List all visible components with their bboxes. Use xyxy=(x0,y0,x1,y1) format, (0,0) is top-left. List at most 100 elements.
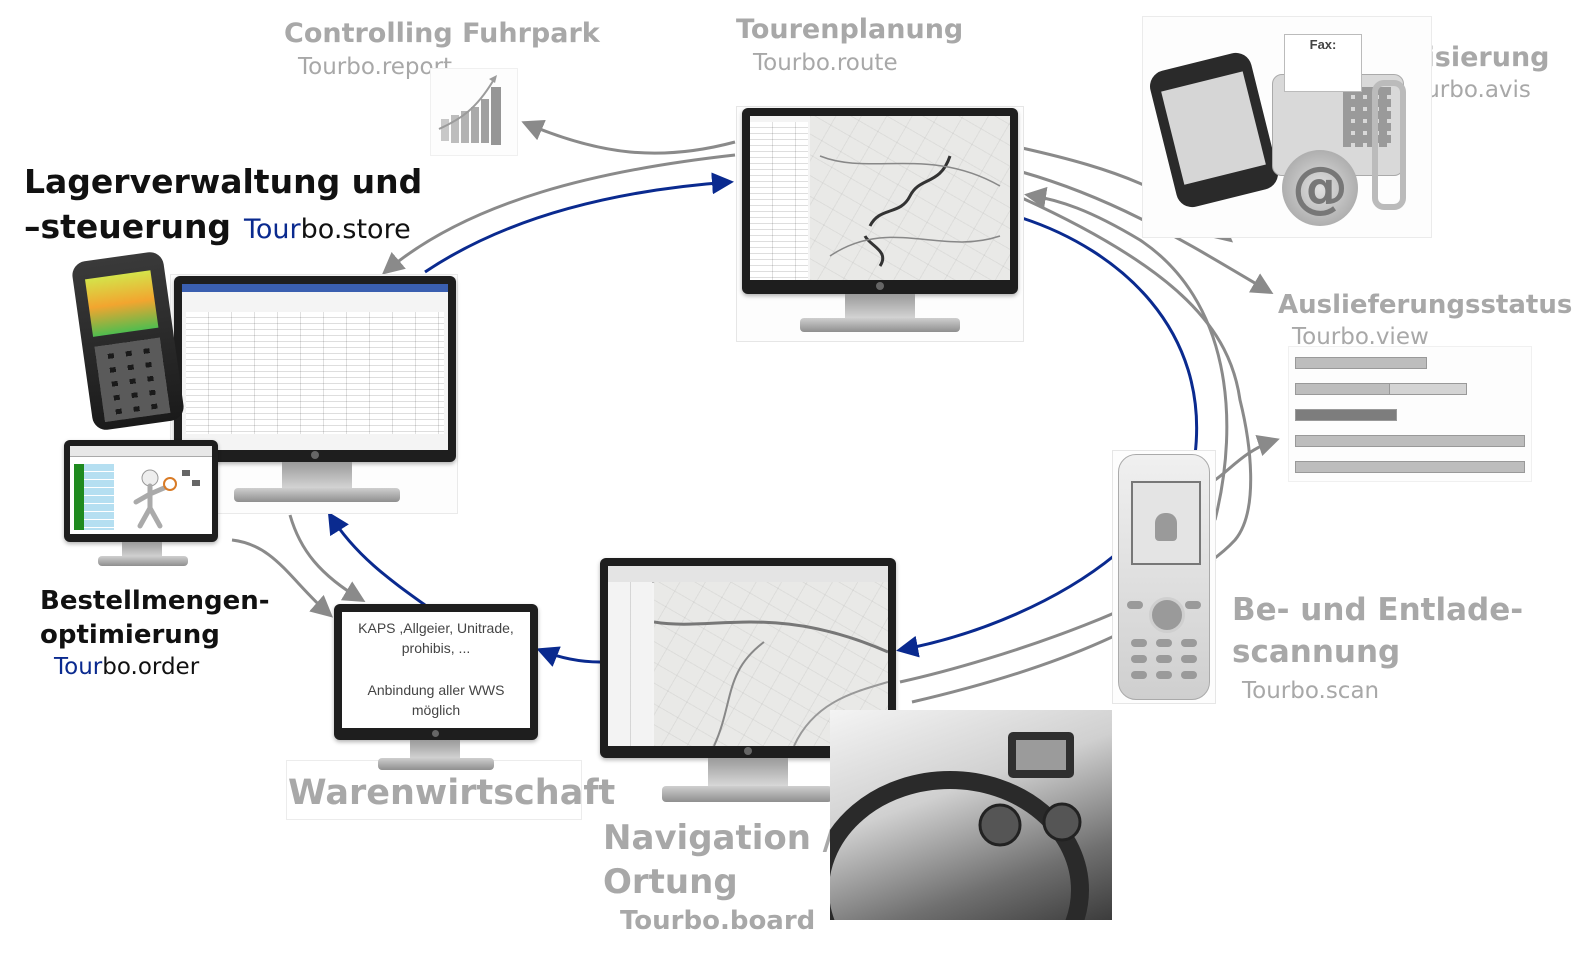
hp-logo-icon xyxy=(744,747,752,755)
route-title: Tourenplanung xyxy=(736,14,964,45)
mobile-scanner-icon xyxy=(1118,454,1210,700)
scan-title-1: Be- und Entlade- xyxy=(1232,592,1524,628)
arrow-scan-to-nav xyxy=(896,553,1116,658)
route-monitor-base xyxy=(800,318,960,332)
arrow-wws-to-store xyxy=(327,511,426,607)
fax-label: Fax: xyxy=(1309,37,1337,52)
scanner-key xyxy=(1131,639,1147,647)
wws-screen-line4: möglich xyxy=(411,702,461,718)
hp-logo-icon xyxy=(876,282,884,290)
board-title-1: Navigation / xyxy=(603,818,836,858)
hp-logo-icon xyxy=(311,451,319,459)
order-monitor-stand xyxy=(122,542,162,558)
scanner-key xyxy=(1181,639,1197,647)
truck-cockpit-photo xyxy=(830,710,1112,920)
report-title: Controlling Fuhrpark xyxy=(284,18,600,49)
store-monitor-base xyxy=(234,488,400,502)
wws-monitor-stand xyxy=(410,740,460,760)
wws-screen-line3: Anbindung aller WWS xyxy=(367,682,505,698)
scanner-key xyxy=(1156,655,1172,663)
arrow-nav-to-wws xyxy=(536,646,601,667)
order-product-suffix: bo.order xyxy=(102,654,200,680)
order-title-2: optimierung xyxy=(40,620,220,650)
scanner-key xyxy=(1156,671,1172,679)
route-screen xyxy=(750,116,1010,280)
order-screen xyxy=(70,446,212,534)
wws-monitor-base xyxy=(378,758,494,770)
route-table xyxy=(750,122,808,280)
scanner-key xyxy=(1131,655,1147,663)
route-monitor xyxy=(742,108,1018,294)
board-title-2: Ortung xyxy=(603,862,738,902)
status-bar xyxy=(1295,357,1427,369)
order-blue-column xyxy=(84,464,114,530)
scanner-key xyxy=(1127,601,1143,609)
at-glyph: @ xyxy=(1292,155,1348,220)
scanner-key xyxy=(1181,655,1197,663)
status-bar xyxy=(1295,409,1397,421)
order-monitor-base xyxy=(98,556,188,566)
nav-monitor-base xyxy=(662,786,832,802)
scanner-key xyxy=(1156,639,1172,647)
fax-paper: Fax: xyxy=(1284,34,1362,92)
route-map xyxy=(810,116,1010,280)
view-status-chart xyxy=(1288,346,1532,482)
arrow-scan-to-route xyxy=(1024,186,1229,521)
nav-tree-panel xyxy=(608,582,652,746)
arrow-order-to-wws xyxy=(231,538,334,618)
store-title-bar xyxy=(182,284,448,292)
order-product-prefix: Tour xyxy=(54,654,103,680)
arrow-route-to-report xyxy=(521,119,736,155)
store-product-suffix: bo.store xyxy=(300,214,411,245)
status-bar xyxy=(1295,461,1525,473)
email-at-icon: @ xyxy=(1282,150,1358,226)
scanner-key xyxy=(1131,671,1147,679)
fax-keypad xyxy=(1343,87,1391,147)
scanner-dpad xyxy=(1149,597,1185,633)
nav-monitor-stand xyxy=(708,758,788,786)
hp-logo-icon xyxy=(432,730,439,737)
store-monitor xyxy=(174,276,456,462)
board-product: Tourbo.board xyxy=(620,906,816,936)
wws-screen-line2: prohibis, ... xyxy=(401,640,471,656)
arrow-route-to-scan-blue xyxy=(1021,216,1199,456)
arrow-nav-to-scan-1 xyxy=(899,196,1253,684)
status-bar xyxy=(1295,435,1525,447)
fax-handset xyxy=(1372,80,1406,210)
wws-screen: KAPS ,Allgeier, Unitrade, prohibis, ... … xyxy=(342,612,530,728)
scanner-key xyxy=(1181,671,1197,679)
route-monitor-stand xyxy=(845,294,915,320)
route-product: Tourbo.route xyxy=(753,50,898,76)
order-tabs xyxy=(70,446,212,457)
store-product: Tourbo.store xyxy=(244,214,411,245)
nav-toolbar xyxy=(608,566,888,583)
order-green-column xyxy=(74,464,84,530)
android-robot-icon xyxy=(1155,513,1177,541)
handheld-keypad xyxy=(94,337,171,422)
scanner-screen xyxy=(1131,481,1201,565)
arrow-store-to-wws-1 xyxy=(288,514,366,603)
store-title-2: –steuerung xyxy=(24,207,232,246)
report-product: Tourbo.report xyxy=(298,54,453,80)
smartphone-screen xyxy=(1161,71,1266,185)
scan-product: Tourbo.scan xyxy=(1242,678,1380,704)
order-monitor xyxy=(64,440,218,542)
store-product-prefix: Tour xyxy=(244,214,301,245)
arrow-scan-to-view xyxy=(1214,435,1280,482)
order-figure-icon xyxy=(133,469,200,529)
handheld-screen xyxy=(85,270,159,337)
store-screen xyxy=(182,284,448,450)
order-title-1: Bestellmengen- xyxy=(40,586,270,616)
arrow-store-to-route xyxy=(424,172,734,274)
report-chart-icon xyxy=(430,68,518,156)
status-bar xyxy=(1389,383,1467,395)
view-product: Tourbo.view xyxy=(1292,324,1429,350)
scan-title-2: scannung xyxy=(1232,634,1401,670)
order-product: Tourbo.order xyxy=(54,654,199,680)
arrow-route-to-store xyxy=(381,153,736,275)
wws-screen-line1: KAPS ,Allgeier, Unitrade, xyxy=(358,620,514,636)
wws-monitor: KAPS ,Allgeier, Unitrade, prohibis, ... … xyxy=(334,604,538,740)
scanner-key xyxy=(1185,601,1201,609)
store-monitor-stand xyxy=(282,462,352,490)
store-table xyxy=(186,312,444,434)
